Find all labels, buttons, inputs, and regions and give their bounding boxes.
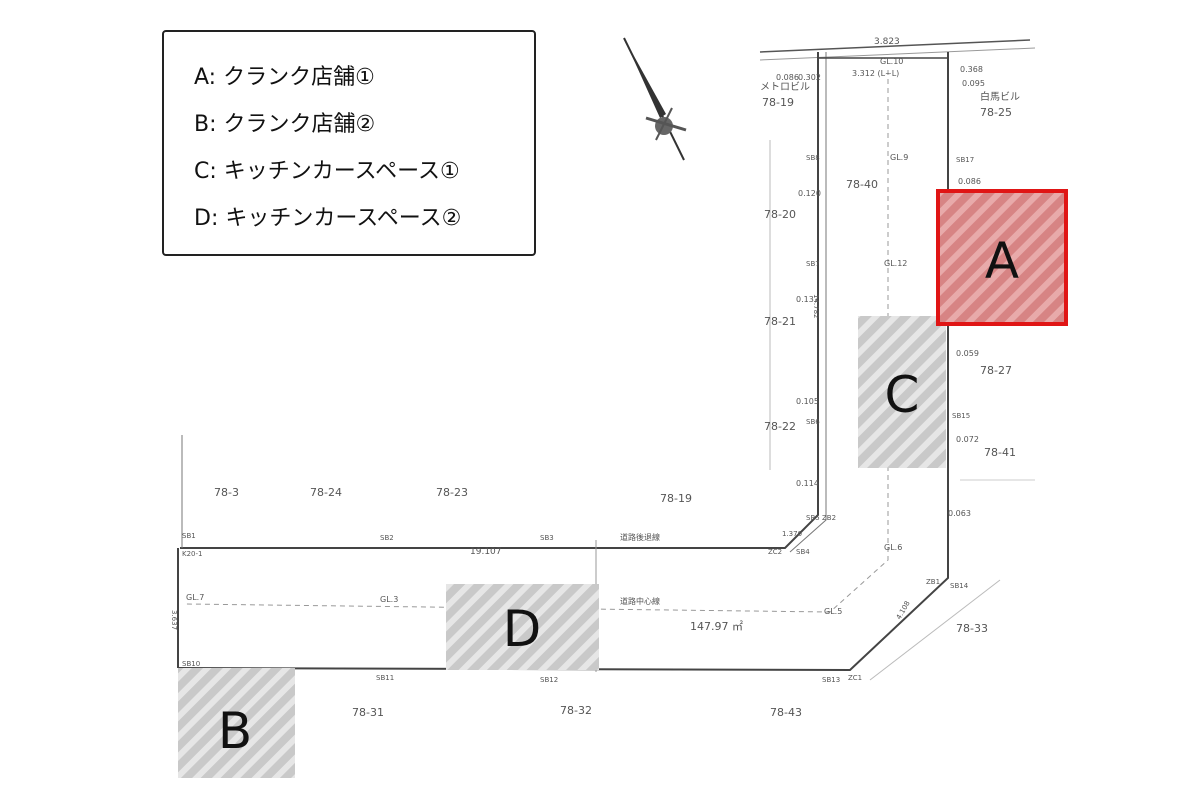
marker-label: K20-1 <box>182 550 202 558</box>
legend-box: A: クランク店舗① B: クランク店舗② C: キッチンカースペース① D: … <box>162 30 536 256</box>
measure-label: 0.086 <box>958 177 981 186</box>
measure-label: 0.137 <box>796 295 819 304</box>
building-name-shiromaru: 白馬ビル <box>980 90 1020 103</box>
plot-boundary-south <box>177 52 949 672</box>
marker-label: SB17 <box>956 156 974 164</box>
marker-label: SB11 <box>376 674 394 682</box>
compass-icon <box>623 37 687 161</box>
zone-c: C <box>858 316 946 468</box>
zone-b-area <box>178 668 295 778</box>
measure-label: 14.782 <box>812 294 820 319</box>
legend-item-b: B: クランク店舗② <box>194 112 376 137</box>
marker-label: SB12 <box>540 676 558 684</box>
marker-label: SB6 <box>806 418 820 426</box>
lot-label: 78-21 <box>764 315 796 328</box>
measure-label: GL.5 <box>824 607 842 616</box>
plot-boundary-north <box>180 52 819 549</box>
lot-label: 78-33 <box>956 622 988 635</box>
zone-d: D <box>446 584 599 670</box>
marker-label: SB8 <box>806 154 820 162</box>
lot-label: 78-31 <box>352 706 384 719</box>
road-line-top <box>759 39 1031 53</box>
marker-label: SB14 <box>950 582 969 590</box>
measure-label: 0.072 <box>956 435 979 444</box>
lot-label: 78-20 <box>764 208 796 221</box>
zone-c-letter: C <box>885 366 920 424</box>
marker-label: SB2 <box>380 534 394 542</box>
measure-label: GL.9 <box>890 153 908 162</box>
lot-label: 78-23 <box>436 486 468 499</box>
zone-a-area <box>936 189 1068 326</box>
zone-a: A <box>936 189 1068 326</box>
lot-label: 78-41 <box>984 446 1016 459</box>
legend-item-a: A: クランク店舗① <box>194 65 375 90</box>
marker-label: SB7 <box>806 260 820 268</box>
zone-d-letter: D <box>503 600 542 658</box>
measure-label: 道路後退線 <box>620 532 660 542</box>
marker-label: SB3 <box>540 534 554 542</box>
marker-label: ZB1 <box>926 578 940 586</box>
lot-label: 78-40 <box>846 178 878 191</box>
measure-label: GL.12 <box>884 259 907 268</box>
measure-label: 0.059 <box>956 349 979 358</box>
marker-label: SB4 <box>796 548 810 556</box>
measure-label: 3.637 <box>170 610 178 630</box>
lot-line <box>869 579 1001 681</box>
lot-label: 78-19 <box>762 96 794 109</box>
plan-labels: メトロビル 78-19 白馬ビル 78-25 78-40 78-20 78-21… <box>170 37 1020 719</box>
legend-item-c: C: キッチンカースペース① <box>194 159 460 184</box>
lot-label: 78-19 <box>660 492 692 505</box>
area-label: 147.97 ㎡ <box>690 620 743 633</box>
marker-label: ZC2 <box>768 548 782 556</box>
marker-label: SB10 <box>182 660 200 668</box>
measure-label: 0.114 <box>796 479 819 488</box>
lot-label: 78-27 <box>980 364 1012 377</box>
road-line-top-2 <box>759 47 1036 61</box>
zone-d-area <box>446 584 599 670</box>
measure-label: 0.302 <box>798 73 821 82</box>
measure-label: GL.6 <box>884 543 902 552</box>
measure-label: 19.107 <box>470 547 502 557</box>
measure-label: 0.120 <box>798 189 821 198</box>
measure-label: GL.3 <box>380 595 398 604</box>
marker-label: SB15 <box>952 412 970 420</box>
lot-label: 78-24 <box>310 486 342 499</box>
marker-label: ZB2 <box>822 514 836 522</box>
measure-label: 4.108 <box>895 600 912 621</box>
marker-label: SB13 <box>822 676 840 684</box>
marker-label: SB5 <box>806 514 820 522</box>
lot-label: 78-22 <box>764 420 796 433</box>
zone-b: B <box>178 668 295 778</box>
marker-label: ZC1 <box>848 674 862 682</box>
measure-label: 0.063 <box>948 509 971 518</box>
measure-label: 0.368 <box>960 65 983 74</box>
marker-label: SB1 <box>182 532 196 540</box>
measure-label: GL.10 <box>880 57 903 66</box>
lot-label: 78-32 <box>560 704 592 717</box>
zone-c-area <box>858 316 946 468</box>
lot-label: 78-3 <box>214 486 239 499</box>
measure-label: 0.086 <box>776 73 799 82</box>
measure-label: 3.823 <box>874 37 900 47</box>
lot-label: 78-25 <box>980 106 1012 119</box>
measure-label: 道路中心線 <box>620 596 660 606</box>
measure-label: 0.105 <box>796 397 819 406</box>
measure-label: 1.370 <box>782 530 802 538</box>
legend-item-d: D: キッチンカースペース② <box>194 206 462 231</box>
road-center-line <box>185 70 889 613</box>
measure-label: 0.095 <box>962 79 985 88</box>
plot-inner-line <box>789 52 827 553</box>
lot-label: 78-43 <box>770 706 802 719</box>
measure-label: GL.7 <box>186 593 204 602</box>
zone-a-letter: A <box>985 232 1019 290</box>
building-name-metro: メトロビル <box>760 81 810 93</box>
measure-label: 3.312 (L~L) <box>852 69 899 78</box>
zone-b-letter: B <box>218 702 252 760</box>
